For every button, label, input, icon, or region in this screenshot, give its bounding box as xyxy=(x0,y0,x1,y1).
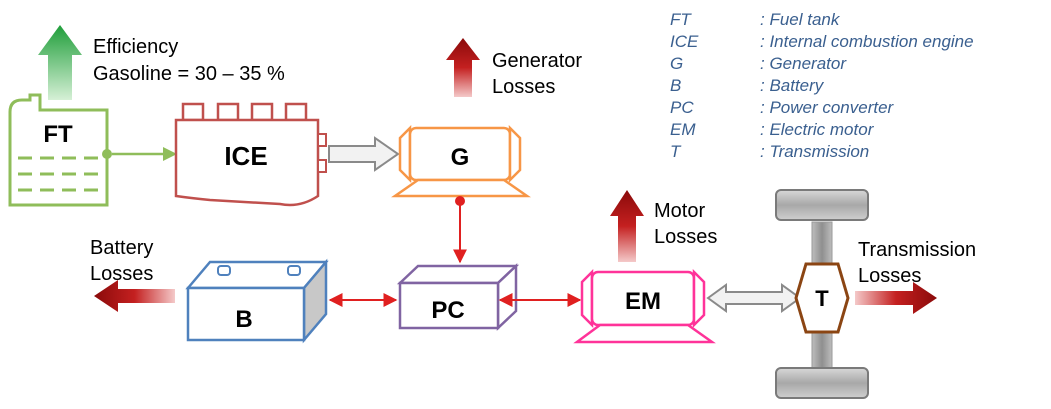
fuel-line-arrow xyxy=(112,147,177,161)
transmission-loss-arrow xyxy=(855,282,937,314)
fuel-tank xyxy=(8,93,112,207)
efficiency-title: Efficiency xyxy=(93,36,178,58)
generator-label: G xyxy=(451,144,470,171)
legend-abbr-em: EM xyxy=(670,120,696,139)
efficiency-arrow xyxy=(38,25,82,100)
legend-abbr-t: T xyxy=(670,142,682,161)
power-converter xyxy=(396,263,520,331)
legend-abbr-b: B xyxy=(670,76,681,95)
legend-abbr-ice: ICE xyxy=(670,32,699,51)
electric-motor xyxy=(573,268,716,344)
legend-desc-t: : Transmission xyxy=(760,142,869,161)
motor-losses-line1: Motor xyxy=(654,200,705,222)
legend-abbr-ft: FT xyxy=(670,10,692,29)
power-converter-label: PC xyxy=(431,297,464,324)
ice-label: ICE xyxy=(224,141,267,171)
generator-losses-line1: Generator xyxy=(492,50,582,72)
battery-label: B xyxy=(235,306,252,333)
ice-engine xyxy=(174,102,327,207)
legend-desc-ft: : Fuel tank xyxy=(760,10,841,29)
electric-motor-label: EM xyxy=(625,288,661,315)
legend-desc-pc: : Power converter xyxy=(760,98,895,117)
battery-loss-arrow xyxy=(94,280,175,312)
fuel-tank-label: FT xyxy=(43,121,73,148)
legend-desc-g: : Generator xyxy=(760,54,847,73)
battery-losses-line2: Losses xyxy=(90,263,153,285)
transmission xyxy=(794,262,850,334)
electric-link-g-pc xyxy=(453,196,467,264)
battery-losses-line1: Battery xyxy=(90,237,153,259)
legend-desc-em: : Electric motor xyxy=(760,120,875,139)
generator xyxy=(391,124,531,198)
transmission-losses-line1: Transmission xyxy=(858,239,976,261)
motor-losses-line2: Losses xyxy=(654,226,717,248)
legend-desc-ice: : Internal combustion engine xyxy=(760,32,974,51)
generator-losses-line2: Losses xyxy=(492,76,555,98)
legend: FT : Fuel tank ICE : Internal combustion… xyxy=(670,10,974,161)
legend-abbr-g: G xyxy=(670,54,683,73)
mechanical-arrow-ice-g xyxy=(328,136,400,172)
legend-abbr-pc: PC xyxy=(670,98,694,117)
motor-loss-arrow xyxy=(610,190,644,262)
battery xyxy=(185,258,329,344)
legend-desc-b: : Battery xyxy=(760,76,825,95)
generator-loss-arrow xyxy=(446,38,480,97)
mechanical-arrow-em-t xyxy=(706,283,802,313)
transmission-losses-line2: Losses xyxy=(858,265,921,287)
transmission-label: T xyxy=(815,286,829,311)
efficiency-value: Gasoline = 30 – 35 % xyxy=(93,63,285,85)
